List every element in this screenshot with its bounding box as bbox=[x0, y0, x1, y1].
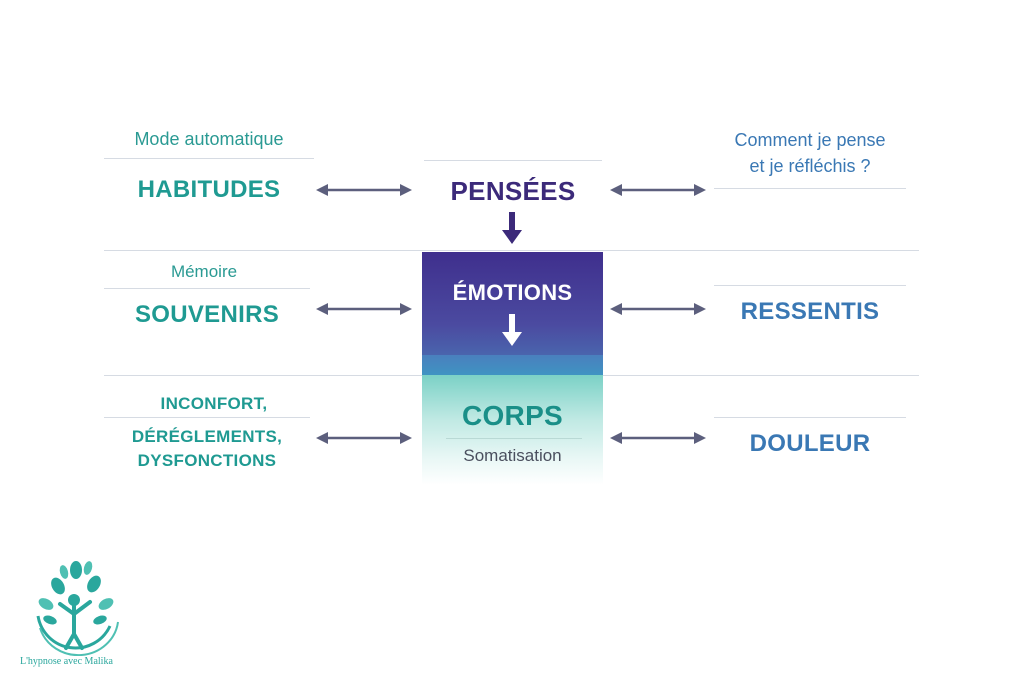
left-row3-line1: INCONFORT, bbox=[160, 394, 268, 413]
separator-line bbox=[446, 438, 582, 439]
double-arrow-icon bbox=[316, 303, 412, 315]
center-middle-title: ÉMOTIONS bbox=[452, 280, 573, 305]
double-arrow-icon bbox=[610, 303, 706, 315]
right-row2-title: RESSENTIS bbox=[740, 298, 880, 325]
double-arrow-icon bbox=[316, 432, 412, 444]
separator-line bbox=[714, 285, 906, 286]
logo-text: L'hypnose avec Malika bbox=[20, 656, 113, 667]
transition-band bbox=[422, 355, 603, 375]
left-row1-subtitle: Mode automatique bbox=[134, 129, 284, 149]
right-row1-line1: Comment je pense bbox=[734, 130, 886, 150]
down-arrow-icon bbox=[502, 314, 522, 346]
separator-line bbox=[104, 288, 310, 289]
down-arrow-icon bbox=[502, 212, 522, 244]
center-bottom-subtitle: Somatisation bbox=[463, 446, 562, 465]
left-row3-line3: DYSFONCTIONS bbox=[137, 451, 277, 470]
separator-line bbox=[104, 417, 310, 418]
corps-box bbox=[422, 375, 603, 485]
double-arrow-icon bbox=[316, 184, 412, 196]
separator-line bbox=[104, 250, 919, 251]
left-row2-title: SOUVENIRS bbox=[134, 301, 280, 328]
right-row3-title: DOULEUR bbox=[749, 430, 871, 457]
right-row1-line2: et je réfléchis ? bbox=[749, 156, 871, 176]
separator-line bbox=[714, 417, 906, 418]
left-row1-title: HABITUDES bbox=[137, 176, 281, 203]
separator-line bbox=[104, 158, 314, 159]
separator-line bbox=[714, 188, 906, 189]
left-row2-subtitle: Mémoire bbox=[170, 262, 238, 281]
tree-person-logo-icon bbox=[36, 561, 119, 656]
double-arrow-icon bbox=[610, 184, 706, 196]
double-arrow-icon bbox=[610, 432, 706, 444]
left-row3-line2: DÉRÉGLEMENTS, bbox=[131, 427, 283, 446]
center-bottom-title: CORPS bbox=[461, 400, 564, 431]
separator-line bbox=[424, 160, 602, 161]
center-top-title: PENSÉES bbox=[450, 176, 576, 206]
